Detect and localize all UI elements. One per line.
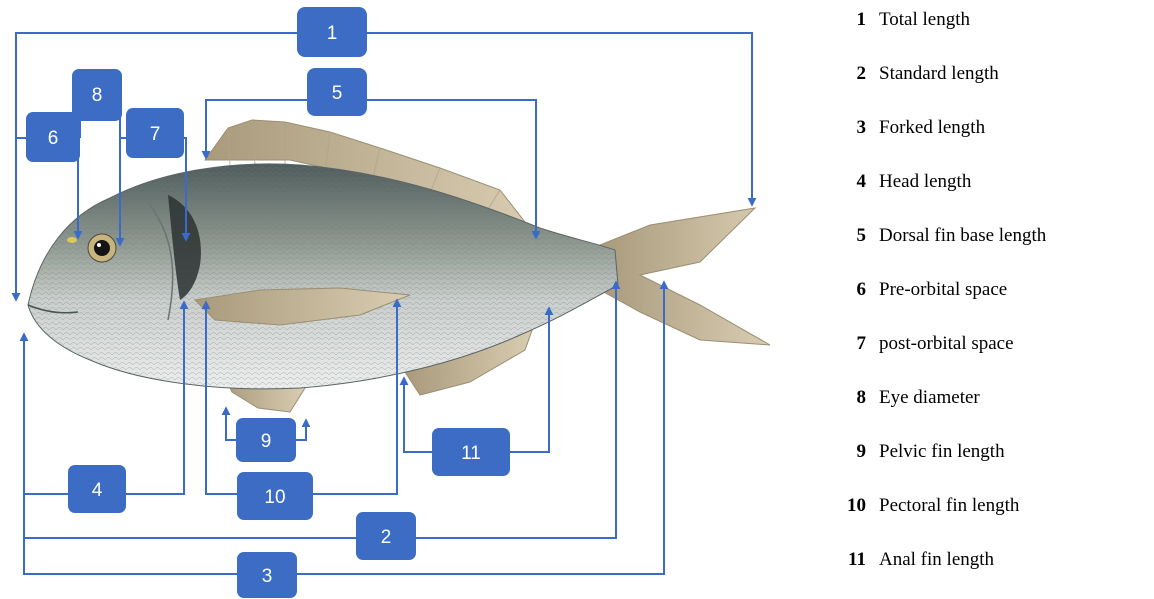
legend-number: 9: [838, 441, 866, 463]
badge-10: 10: [237, 472, 313, 520]
badge-1: 1: [297, 7, 367, 57]
legend-item-total-length: 1 Total length: [838, 5, 970, 35]
legend-item-eye-diameter: 8 Eye diameter: [838, 383, 980, 413]
legend-label: Head length: [879, 171, 971, 193]
legend-label: Pectoral fin length: [879, 495, 1019, 517]
legend-item-anal-fin-length: 11 Anal fin length: [838, 545, 994, 575]
badge-5: 5: [307, 68, 367, 116]
legend-number: 4: [838, 171, 866, 193]
badge-2: 2: [356, 512, 416, 560]
svg-text:7: 7: [150, 124, 161, 145]
legend-item-pectoral-fin-length: 10 Pectoral fin length: [838, 491, 1019, 521]
legend-number: 3: [838, 117, 866, 139]
svg-text:4: 4: [92, 480, 103, 501]
badge-3: 3: [237, 552, 297, 598]
legend-number: 6: [838, 279, 866, 301]
legend-label: Pelvic fin length: [879, 441, 1005, 463]
legend-item-head-length: 4 Head length: [838, 167, 971, 197]
badge-9: 9: [236, 418, 296, 462]
badge-4: 4: [68, 465, 126, 513]
svg-text:9: 9: [261, 431, 272, 452]
legend-item-post-orbital-space: 7 post-orbital space: [838, 329, 1014, 359]
legend-number: 11: [838, 549, 866, 571]
svg-text:1: 1: [327, 23, 338, 44]
legend-item-pre-orbital-space: 6 Pre-orbital space: [838, 275, 1007, 305]
fish-illustration: [28, 120, 770, 412]
badge-11: 11: [432, 428, 510, 476]
legend-label: Total length: [879, 9, 970, 31]
svg-text:5: 5: [332, 83, 343, 104]
badge-8: 8: [72, 69, 122, 121]
legend-number: 7: [838, 333, 866, 355]
legend-item-forked-length: 3 Forked length: [838, 113, 985, 143]
svg-text:3: 3: [262, 566, 273, 587]
legend-label: Forked length: [879, 117, 985, 139]
badge-7: 7: [126, 108, 184, 158]
legend-label: post-orbital space: [879, 333, 1014, 355]
legend-item-standard-length: 2 Standard length: [838, 59, 999, 89]
legend-label: Anal fin length: [879, 549, 994, 571]
legend-number: 10: [838, 495, 866, 517]
caudal-fin: [600, 208, 770, 345]
legend-label: Dorsal fin base length: [879, 225, 1046, 247]
legend-label: Standard length: [879, 63, 999, 85]
legend-label: Eye diameter: [879, 387, 980, 409]
legend-label: Pre-orbital space: [879, 279, 1007, 301]
legend-item-dorsal-fin-base-length: 5 Dorsal fin base length: [838, 221, 1046, 251]
svg-text:8: 8: [92, 85, 103, 106]
legend-number: 5: [838, 225, 866, 247]
legend-number: 8: [838, 387, 866, 409]
legend-number: 2: [838, 63, 866, 85]
svg-text:10: 10: [264, 487, 285, 508]
svg-text:11: 11: [461, 443, 481, 464]
legend-item-pelvic-fin-length: 9 Pelvic fin length: [838, 437, 1005, 467]
svg-text:6: 6: [48, 128, 59, 149]
fish-measurement-diagram: 1 5 8 6 7 9 11 4 10 2 3: [0, 0, 840, 599]
badge-6: 6: [26, 112, 80, 162]
svg-text:2: 2: [381, 527, 392, 548]
legend: 1 Total length 2 Standard length 3 Forked l…: [838, 0, 1154, 599]
legend-number: 1: [838, 9, 866, 31]
